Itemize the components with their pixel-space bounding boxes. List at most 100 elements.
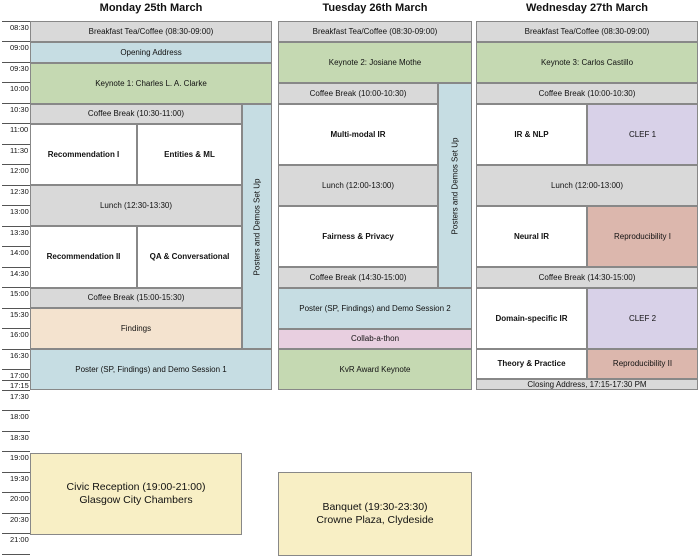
time-tick <box>2 287 30 288</box>
time-tick <box>2 123 30 124</box>
tuesday-kvr-award-keynote: KvR Award Keynote <box>278 349 472 390</box>
time-tick <box>2 431 30 432</box>
time-label: 13:00 <box>10 207 29 216</box>
time-tick <box>2 82 30 83</box>
tuesday-lunch: Lunch (12:00-13:00) <box>278 165 438 206</box>
wednesday-session-theory-practice: Theory & Practice <box>476 349 587 379</box>
wednesday-coffee-break-1: Coffee Break (10:00-10:30) <box>476 83 698 104</box>
banquet-venue: Crowne Plaza, Clydeside <box>316 514 434 526</box>
time-tick <box>2 62 30 63</box>
time-label: 15:30 <box>10 310 29 319</box>
time-label: 12:00 <box>10 166 29 175</box>
time-label: 11:30 <box>10 146 29 155</box>
monday-session-recommendation-1: Recommendation I <box>30 124 137 185</box>
time-label: 10:30 <box>10 105 29 114</box>
time-tick <box>2 328 30 329</box>
time-tick <box>2 41 30 42</box>
time-label: 20:30 <box>10 515 29 524</box>
wednesday-session-ir-nlp: IR & NLP <box>476 104 587 165</box>
wednesday-closing-address: Closing Address, 17:15-17:30 PM <box>476 379 698 390</box>
time-tick <box>2 103 30 104</box>
wednesday-keynote-3: Keynote 3: Carlos Castillo <box>476 42 698 83</box>
civic-reception-title: Civic Reception (19:00-21:00) <box>66 481 206 493</box>
wednesday-lunch: Lunch (12:00-13:00) <box>476 165 698 206</box>
time-label: 13:30 <box>10 228 29 237</box>
monday-opening-address: Opening Address <box>30 42 272 63</box>
day-header-wednesday: Wednesday 27th March <box>525 2 649 14</box>
time-label: 09:00 <box>10 43 29 52</box>
time-tick <box>2 164 30 165</box>
time-tick <box>2 554 30 555</box>
tuesday-coffee-break-2: Coffee Break (14:30-15:00) <box>278 267 438 288</box>
tuesday-banquet: Banquet (19:30-23:30) Crowne Plaza, Clyd… <box>278 472 472 556</box>
time-tick <box>2 369 30 370</box>
tuesday-session-multimodal-ir: Multi-modal IR <box>278 104 438 165</box>
tuesday-keynote-2: Keynote 2: Josiane Mothe <box>278 42 472 83</box>
time-tick <box>2 267 30 268</box>
time-label: 21:00 <box>10 535 29 544</box>
tuesday-collab-a-thon: Collab-a-thon <box>278 329 472 349</box>
tuesday-coffee-break-1: Coffee Break (10:00-10:30) <box>278 83 438 104</box>
time-tick <box>2 349 30 350</box>
time-label: 18:30 <box>10 433 29 442</box>
time-tick <box>2 492 30 493</box>
time-tick <box>2 144 30 145</box>
wednesday-clef-2: CLEF 2 <box>587 288 698 349</box>
wednesday-session-neural-ir: Neural IR <box>476 206 587 267</box>
monday-breakfast: Breakfast Tea/Coffee (08:30-09:00) <box>30 21 272 42</box>
tuesday-breakfast: Breakfast Tea/Coffee (08:30-09:00) <box>278 21 472 42</box>
monday-keynote-1: Keynote 1: Charles L. A. Clarke <box>30 63 272 104</box>
day-header-monday: Monday 25th March <box>99 2 203 14</box>
wednesday-breakfast: Breakfast Tea/Coffee (08:30-09:00) <box>476 21 698 42</box>
time-label: 08:30 <box>10 23 29 32</box>
time-tick <box>2 513 30 514</box>
time-label: 16:00 <box>10 330 29 339</box>
time-tick <box>2 205 30 206</box>
time-label: 14:30 <box>10 269 29 278</box>
time-label: 15:00 <box>10 289 29 298</box>
time-label: 10:00 <box>10 84 29 93</box>
monday-lunch: Lunch (12:30-13:30) <box>30 185 242 226</box>
time-tick <box>2 533 30 534</box>
time-tick <box>2 21 30 22</box>
time-tick <box>2 390 30 391</box>
monday-posters-demos-setup: Posters and Demos Set Up <box>242 104 272 349</box>
time-label: 19:30 <box>10 474 29 483</box>
wednesday-reproducibility-2: Reproducibility II <box>587 349 698 379</box>
time-tick <box>2 185 30 186</box>
monday-poster-demo-session-1: Poster (SP, Findings) and Demo Session 1 <box>30 349 272 390</box>
monday-session-entities-ml: Entities & ML <box>137 124 242 185</box>
time-label: 16:30 <box>10 351 29 360</box>
time-label: 11:00 <box>10 125 29 134</box>
banquet-title: Banquet (19:30-23:30) <box>322 501 428 513</box>
civic-reception-venue: Glasgow City Chambers <box>79 494 193 506</box>
monday-coffee-break-2: Coffee Break (15:00-15:30) <box>30 288 242 308</box>
time-tick <box>2 472 30 473</box>
monday-civic-reception: Civic Reception (19:00-21:00) Glasgow Ci… <box>30 453 242 535</box>
day-header-tuesday: Tuesday 26th March <box>322 2 428 14</box>
time-tick <box>2 226 30 227</box>
time-label: 18:00 <box>10 412 29 421</box>
wednesday-session-domain-specific-ir: Domain-specific IR <box>476 288 587 349</box>
tuesday-poster-demo-session-2: Poster (SP, Findings) and Demo Session 2 <box>278 288 472 329</box>
wednesday-coffee-break-2: Coffee Break (14:30-15:00) <box>476 267 698 288</box>
time-label: 12:30 <box>10 187 29 196</box>
monday-posters-setup-label: Posters and Demos Set Up <box>252 178 261 275</box>
monday-coffee-break-1: Coffee Break (10:30-11:00) <box>30 104 242 124</box>
time-tick <box>2 380 30 381</box>
tuesday-posters-setup-label: Posters and Demos Set Up <box>450 137 459 234</box>
time-tick <box>2 246 30 247</box>
time-label: 17:00 <box>10 371 29 380</box>
time-label: 20:00 <box>10 494 29 503</box>
time-label: 17:30 <box>10 392 29 401</box>
time-label: 17:15 <box>10 381 29 390</box>
time-tick <box>2 308 30 309</box>
wednesday-reproducibility-1: Reproducibility I <box>587 206 698 267</box>
monday-session-recommendation-2: Recommendation II <box>30 226 137 288</box>
time-label: 09:30 <box>10 64 29 73</box>
tuesday-session-fairness-privacy: Fairness & Privacy <box>278 206 438 267</box>
time-tick <box>2 410 30 411</box>
wednesday-clef-1: CLEF 1 <box>587 104 698 165</box>
tuesday-posters-demos-setup: Posters and Demos Set Up <box>438 83 472 288</box>
time-tick <box>2 451 30 452</box>
